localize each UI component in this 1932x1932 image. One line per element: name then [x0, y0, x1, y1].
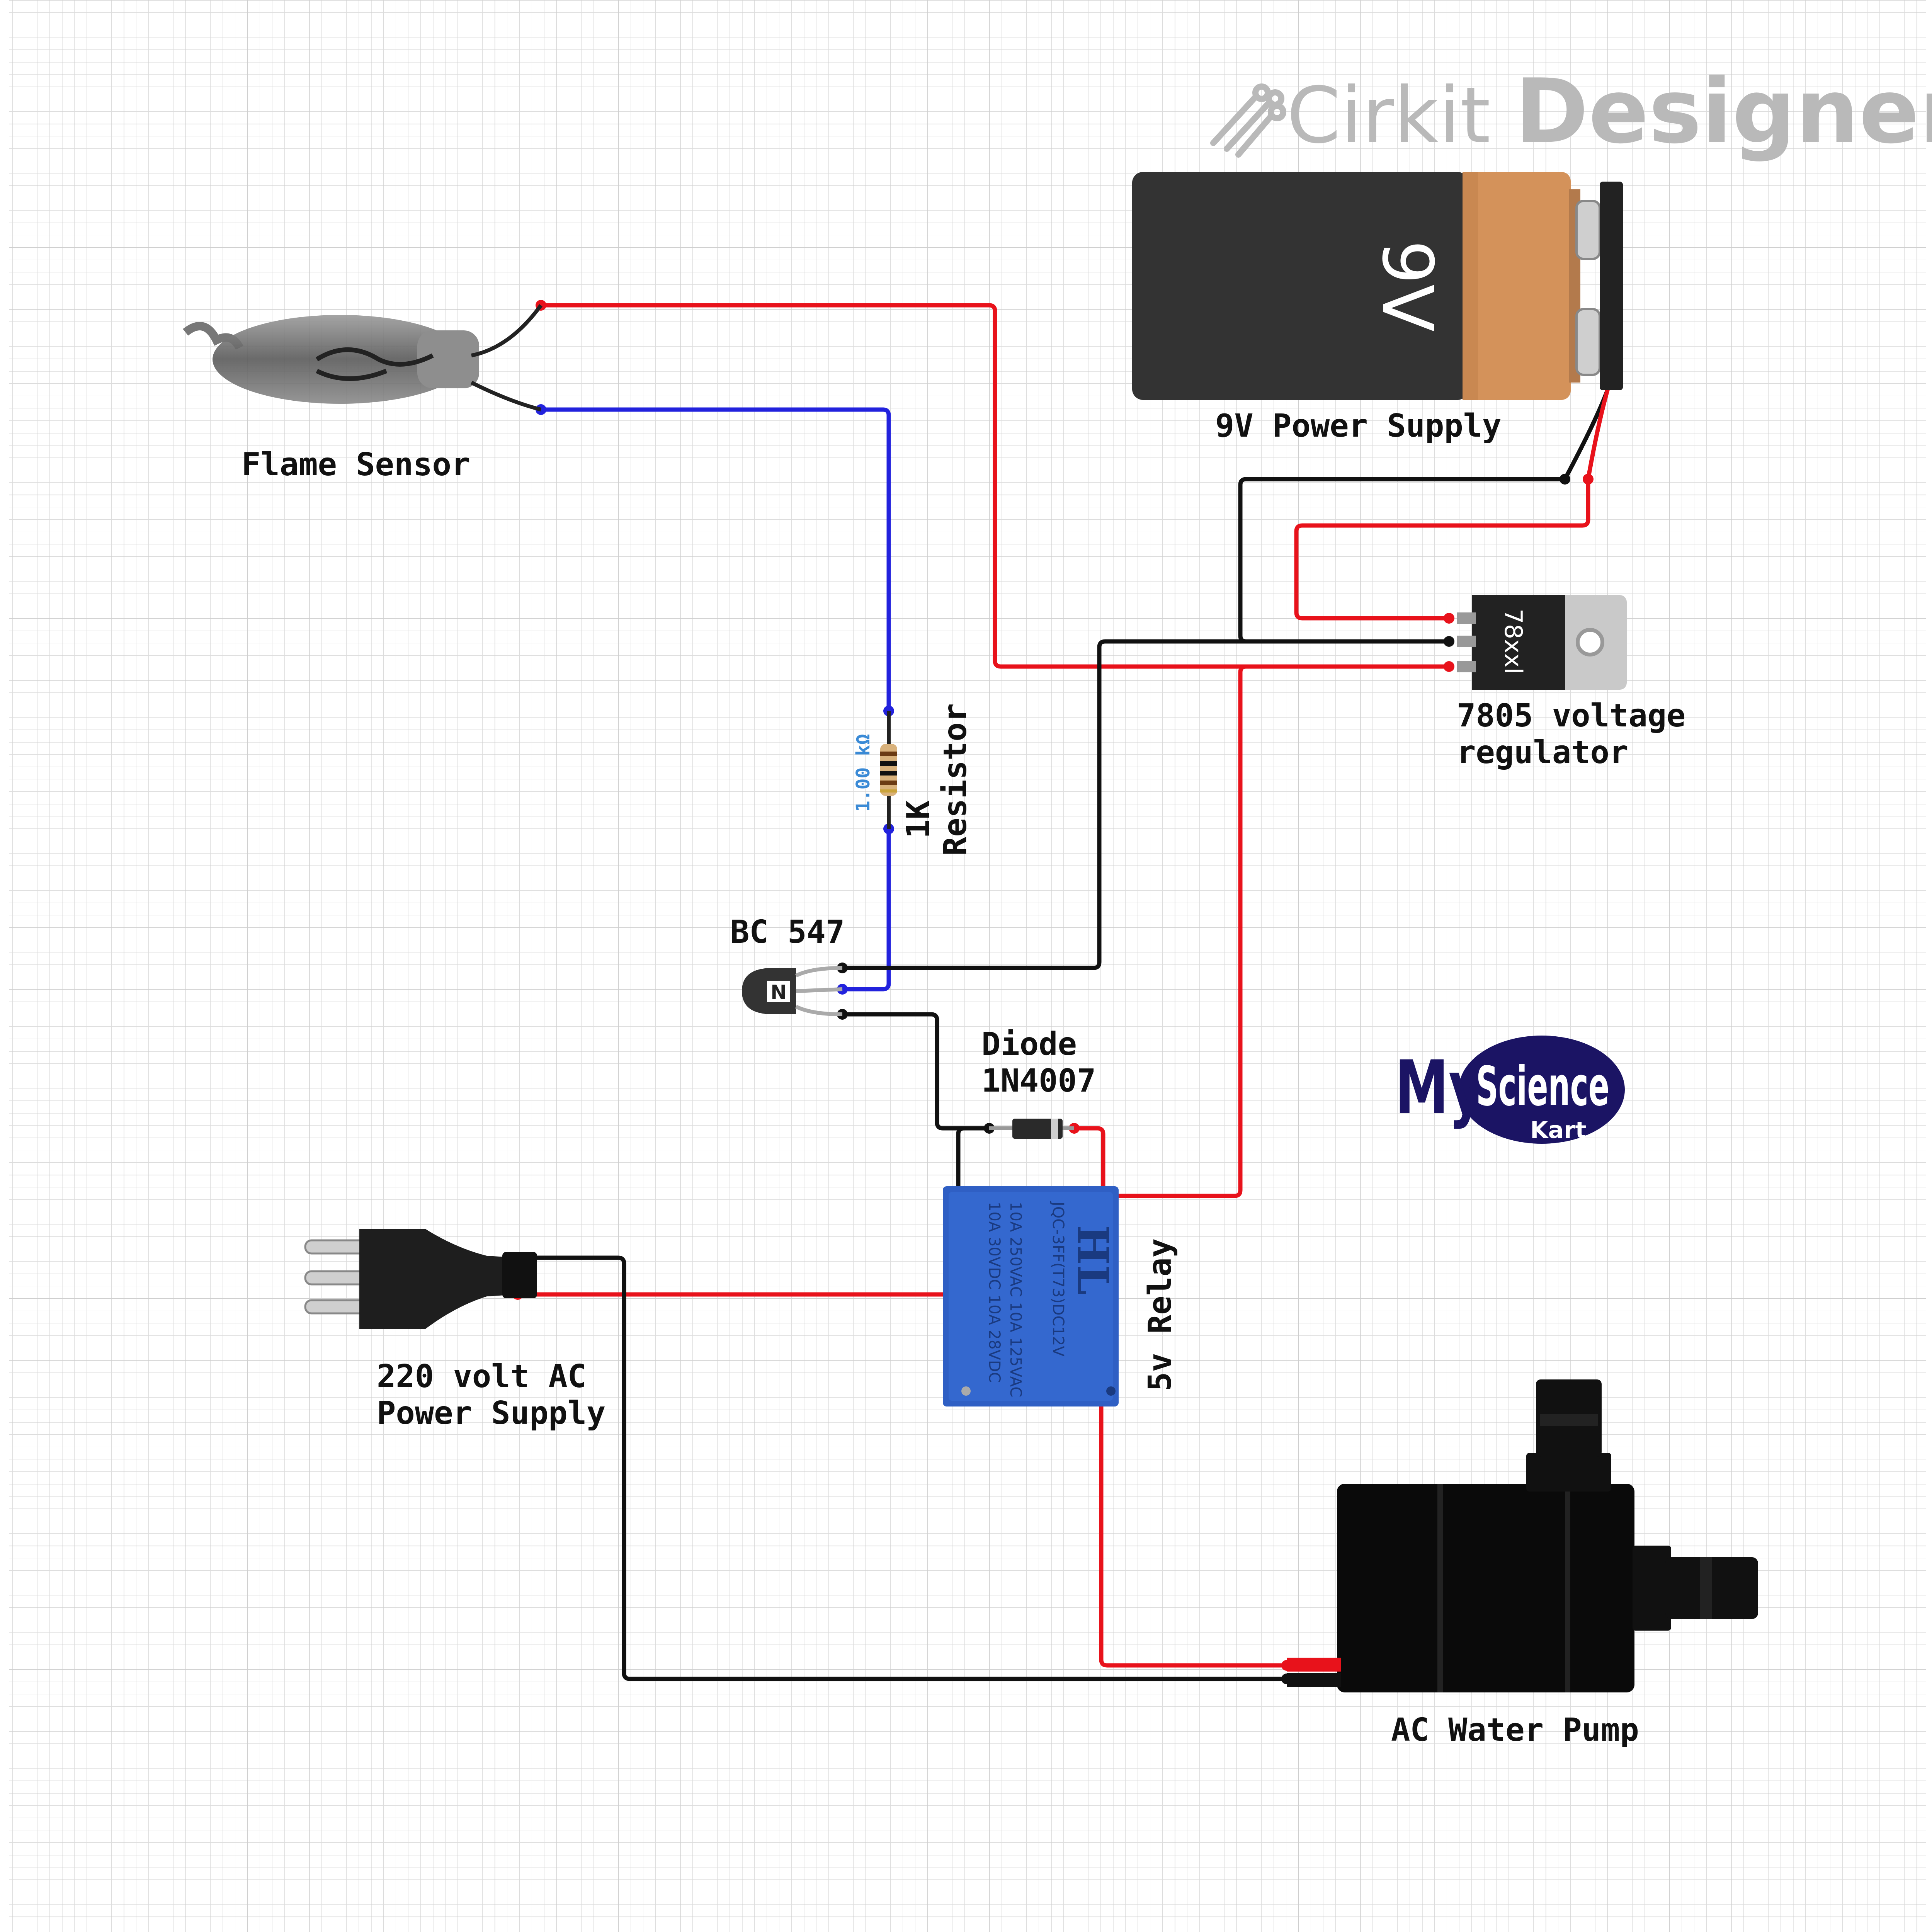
battery-mark: 9V: [1367, 240, 1447, 332]
cirkit-icon: [1210, 83, 1286, 158]
logo-kart: Kart: [1530, 1117, 1586, 1144]
wire-flame-red[interactable]: [539, 303, 1451, 669]
wire-collector-relay[interactable]: [956, 1126, 992, 1200]
label-ac-supply-line1: 220 volt AC: [377, 1358, 587, 1395]
wire-flame-blue[interactable]: [539, 407, 891, 713]
ac-plug[interactable]: [304, 1229, 537, 1329]
wire-resistor-base[interactable]: [840, 827, 891, 992]
wire-collector[interactable]: [840, 1012, 992, 1131]
diode-1n4007[interactable]: [989, 1119, 1074, 1139]
wire-battery-red[interactable]: [1294, 388, 1610, 621]
wire-relay-pump[interactable]: [1099, 1389, 1289, 1668]
brand-designer: Designer: [1515, 60, 1932, 163]
label-diode-line2: 1N4007: [981, 1063, 1096, 1099]
label-regulator-line2: regulator: [1457, 734, 1628, 771]
label-flame-sensor: Flame Sensor: [242, 446, 470, 483]
label-pump: AC Water Pump: [1391, 1712, 1639, 1748]
label-diode-line1: Diode: [981, 1026, 1077, 1063]
brand-cirkit: Cirkit: [1287, 71, 1490, 161]
label-resistor-line1: 1K: [900, 800, 937, 838]
relay-text-3: 10A 30VDC 10A 28VDC: [985, 1202, 1003, 1383]
flame-sensor[interactable]: [183, 304, 543, 412]
relay-5v[interactable]: HL JQC-3FF(T73)DC12V 10A 250VAC 10A 125V…: [943, 1186, 1119, 1406]
label-transistor: BC 547: [730, 914, 845, 951]
wire-5v-relay[interactable]: [1101, 664, 1451, 1198]
relay-brand: HL: [1068, 1225, 1118, 1295]
resistor-1k[interactable]: [880, 711, 897, 829]
label-relay: 5v Relay: [1142, 1238, 1179, 1391]
wire-battery-black[interactable]: [1238, 388, 1610, 644]
voltage-regulator-7805[interactable]: 78xxl: [1457, 595, 1627, 690]
myscience-logo: My Science Kart: [1395, 1036, 1625, 1144]
relay-text-1: JQC-3FF(T73)DC12V: [1049, 1201, 1067, 1357]
wire-diode-red[interactable]: [1072, 1126, 1105, 1198]
transistor-bc547[interactable]: N: [742, 966, 843, 1016]
regulator-mark: 78xxl: [1499, 609, 1527, 674]
ac-water-pump[interactable]: [1287, 1379, 1758, 1692]
label-regulator-line1: 7805 voltage: [1457, 697, 1685, 734]
resistor-value: 1.00 kΩ: [852, 734, 874, 812]
wire-gnd-emitter[interactable]: [840, 639, 1451, 970]
label-ac-supply-line2: Power Supply: [377, 1395, 605, 1432]
label-battery: 9V Power Supply: [1215, 408, 1502, 444]
label-resistor-line2: Resistor: [937, 703, 974, 856]
relay-text-2: 10A 250VAC 10A 125VAC: [1007, 1202, 1024, 1397]
logo-science: Science: [1476, 1055, 1609, 1118]
logo-my: My: [1395, 1045, 1484, 1130]
battery-9v[interactable]: 9V: [1132, 172, 1623, 400]
cirkit-designer-logo: Cirkit Designer: [1210, 60, 1932, 163]
wire-ac-black[interactable]: [515, 1255, 1289, 1681]
svg-text:N: N: [770, 981, 787, 1003]
